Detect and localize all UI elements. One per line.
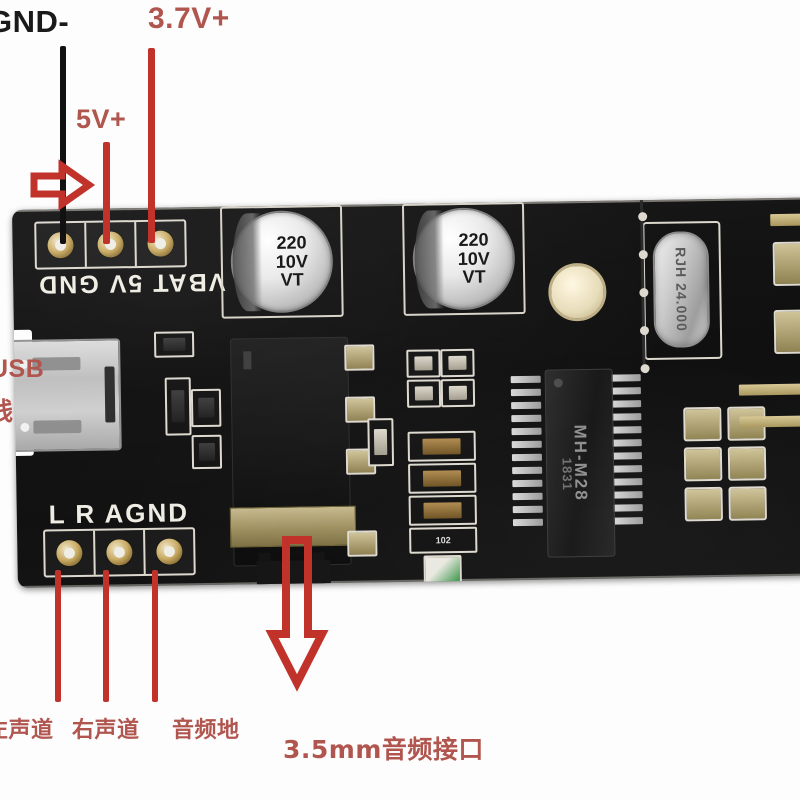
pad-gnd [136,221,185,266]
leader-line-3v7 [148,48,155,243]
smd-cap-d [440,378,476,408]
pad-l [45,530,96,576]
smd-resistor-b [408,462,477,494]
capacitor-1-voltage: 10V [275,250,309,272]
ic-pins-right [610,374,644,525]
audio-jack-pointer-arrow [265,536,329,692]
antenna-pad-a [683,406,722,442]
pad-r [95,529,146,575]
label-gnd-minus: GND- [0,4,70,39]
label-3v7-plus: 3.7V+ [148,2,230,35]
crystal-frequency: 24.000 [673,282,690,332]
label-left-channel: 左声道 [0,718,54,743]
smd-cap-c [440,348,475,378]
label-usb-cable: 线 [0,397,14,426]
bluetooth-ic: MH-M28 1831 [544,368,616,558]
usb-clip-bottom [33,419,82,434]
via-1 [638,212,648,222]
label-audio-jack: 3.5mm音频接口 [283,735,484,764]
leader-line-right-channel [103,570,109,702]
capacitor-1-value: 220 [276,232,307,253]
smd-resistor-c [408,494,478,526]
smd-diode [153,331,195,358]
smd-part-g [191,434,223,470]
leader-line-gnd [60,46,66,244]
audio-jack-connector [229,336,357,588]
antenna-pad-b [683,446,723,482]
smd-cap-b [406,379,442,408]
antenna-pad-f [728,486,767,521]
crystal-brand: RJH [672,247,690,279]
via-5 [640,364,650,374]
antenna-pad-g [772,241,800,287]
antenna-pad-c [684,486,723,522]
mounting-hole [547,262,607,322]
capacitor-2-brand: VT [462,267,486,288]
jack-pin1-marker [243,351,252,370]
capacitor-1-brand: VT [280,269,304,291]
label-audio-ground: 音频地 [172,718,240,743]
capacitor-2-value: 220 [458,229,489,250]
via-2 [638,250,648,260]
smd-resistor-102: 102 [409,526,478,554]
crystal-oscillator: RJH 24.000 [652,231,711,348]
antenna-trace-2 [738,383,800,396]
leader-line-audio-ground [152,570,158,702]
smd-part-f [190,388,222,428]
pcb-board: VBAT 5V GND L R AGND 220 10V VT 220 10V … [12,197,800,588]
jack-pad-1 [344,344,375,371]
leader-line-left-channel [55,570,61,702]
ic-pin1-dot [553,378,563,388]
status-led [423,554,462,586]
audio-header-silkscreen: L R AGND [48,497,190,530]
usb-pointer-arrow [30,159,96,211]
via-3 [639,288,649,298]
ic-date-code-label: 1831 [559,457,575,492]
pad-5v [86,222,137,267]
label-5v-plus: 5V+ [76,104,127,134]
ic-pins-left [510,375,544,527]
antenna-trace-3 [739,415,800,428]
smd-resistor-a [407,430,476,462]
jack-pad-4 [347,530,378,557]
power-header [34,219,187,270]
label-right-channel: 右声道 [72,718,140,743]
label-usb: USB [0,355,45,383]
smd-part-e [367,418,395,467]
resistor-code-label: 102 [435,535,451,546]
usb-rivet-bottom [20,422,30,432]
smd-regulator [164,377,192,436]
smd-cap-a [406,349,441,378]
antenna-pad-h [773,309,800,355]
antenna-pad-e [727,446,767,481]
capacitor-2-voltage: 10V [457,248,490,269]
power-header-silkscreen: VBAT 5V GND [36,267,226,299]
leader-line-5v [103,142,110,244]
audio-header [43,527,196,578]
pad-agnd [145,529,194,574]
via-4 [639,326,650,336]
antenna-trace-1 [770,213,800,227]
usb-port-slot [104,366,116,423]
